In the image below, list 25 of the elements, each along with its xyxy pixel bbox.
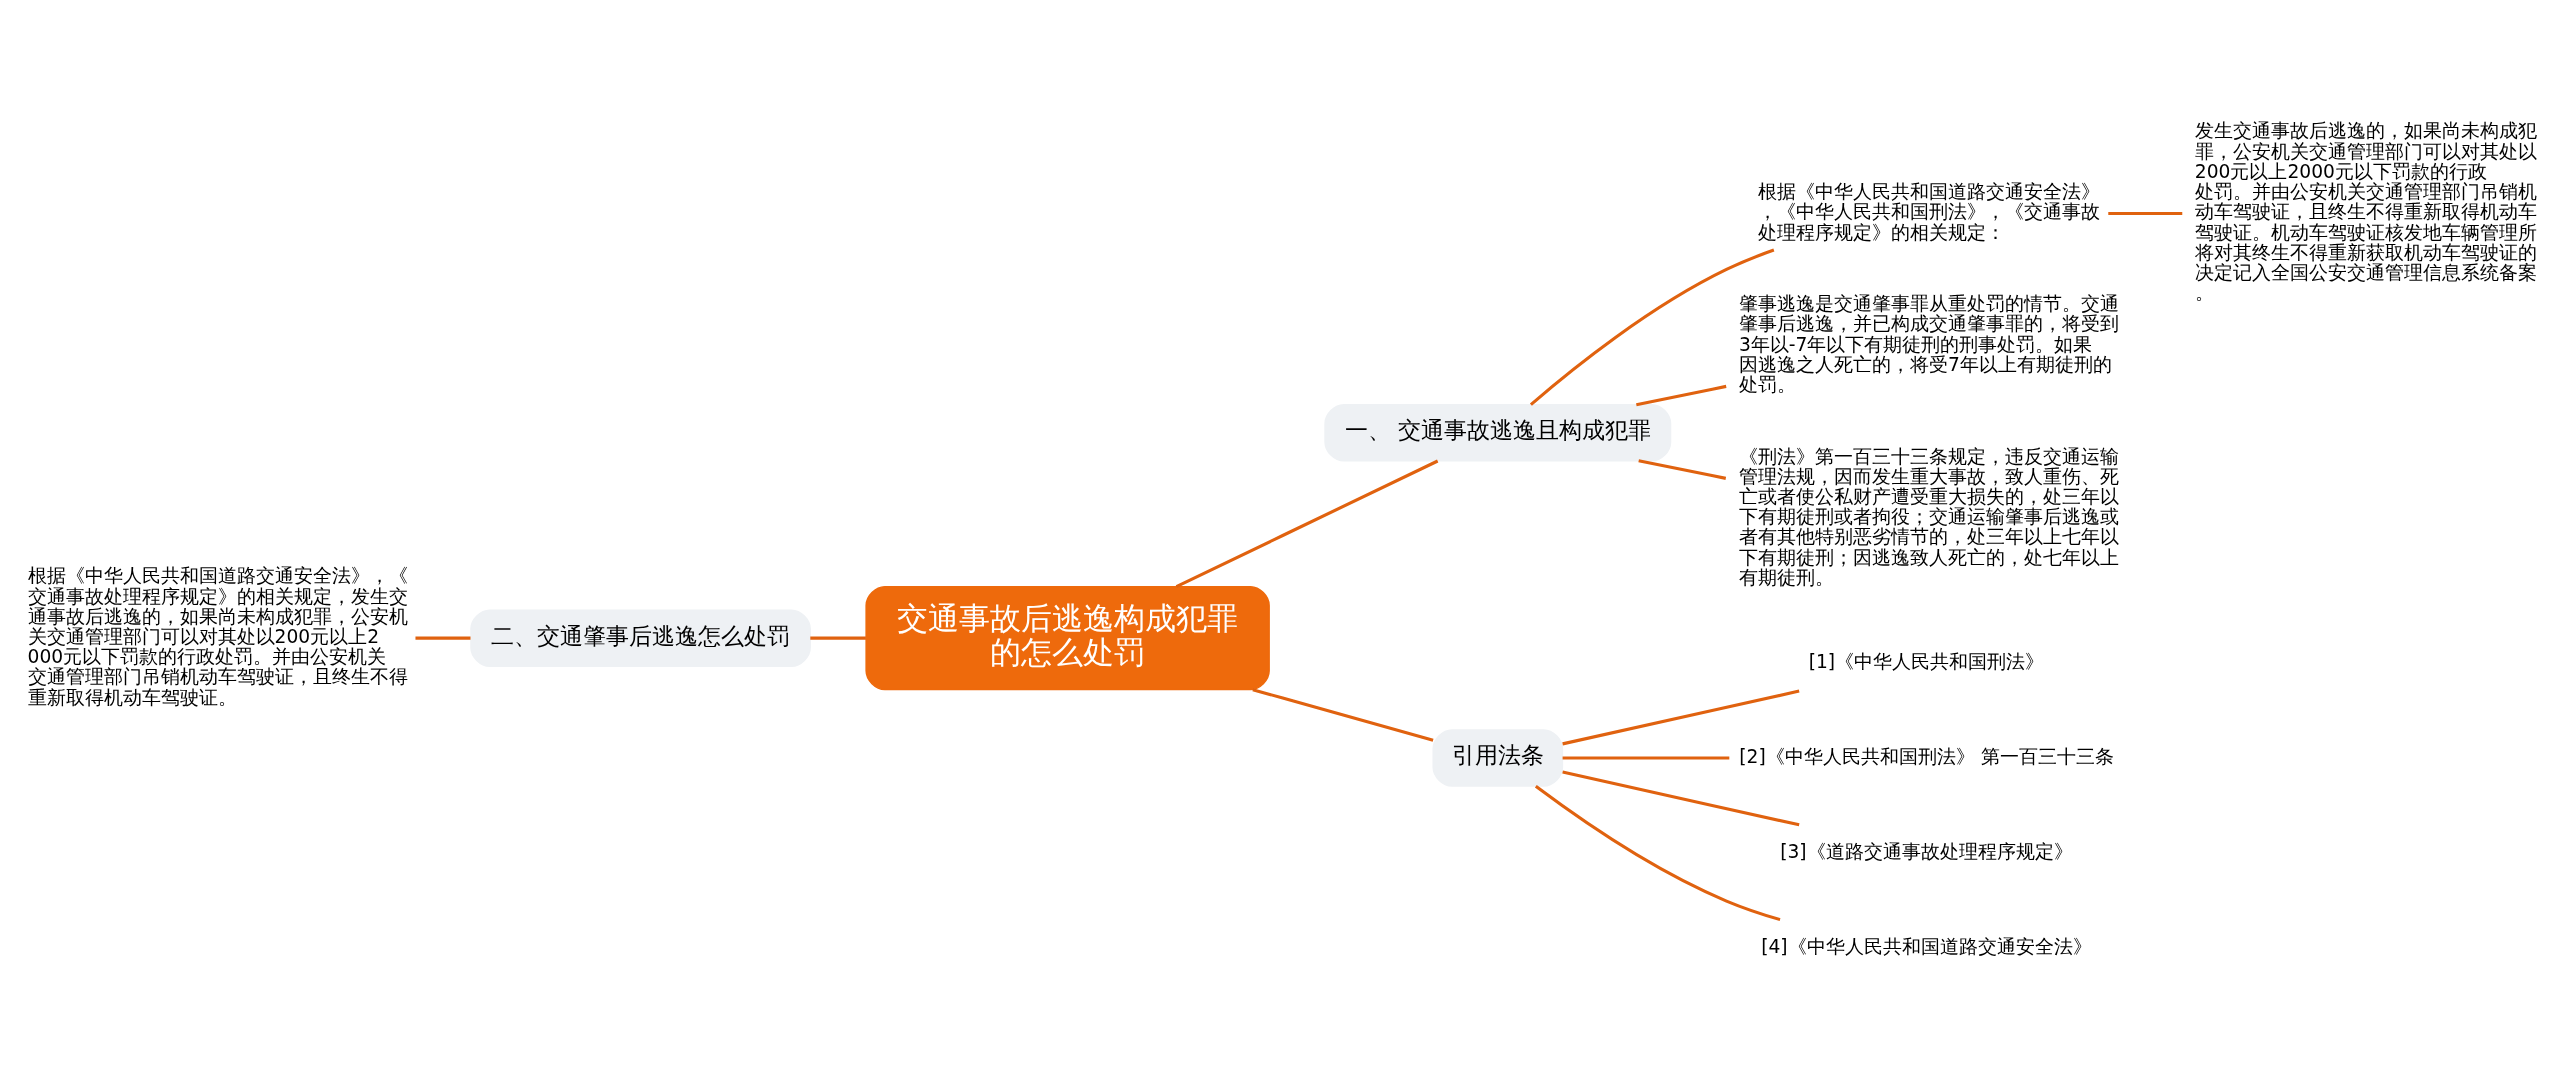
connector	[810, 636, 866, 640]
node-text: 根据《中华人民共和国道路交通安全法》，《交通事故处理程序规定》的相关规定，发生交通事故后逃逸的，如果尚未构成犯罪，公安机关交通管理部门可以对其处以200元以上2000元以下罚款的行政处罚。并由公安机关交通管理部门吊销机动车驾驶证，且终生不得重新取得机动车驾驶证。	[27, 565, 408, 708]
node-text: [4]《中华人民共和国道路交通安全法》	[1761, 935, 2092, 957]
node-box: 一、 交通事故逃逸且构成犯罪	[1324, 404, 1672, 462]
node-text: 发生交通事故后逃逸的，如果尚未构成犯罪，公安机关交通管理部门可以对其处以200元以上2000元以下罚款的行政处罚。并由公安机关交通管理部门吊销机动车驾驶证，且终生不得重新取得机动车驾驶证。机动车驾驶证核发地车辆管理所将对其终生不得重新获取机动车驾驶证的决定记入全国公安交通管理信息系统备案。	[2194, 120, 2537, 304]
connector	[1175, 459, 1439, 589]
node-text: 《刑法》第一百三十三条规定，违反交通运输管理法规，因而发生重大事故，致人重伤、死亡或者使公私财产遭受重大损失的，处三年以下有期徒刑或者拘役；交通运输肇事后逃逸或者有其他特别恶劣情节的，处三年以上七年以下有期徒刑；因逃逸致人死亡的，处七年以上有期徒刑。	[1738, 445, 2119, 588]
connector	[1638, 459, 1727, 480]
node-text: 根据《中华人民共和国道路交通安全法》，《中华人民共和国刑法》，《交通事故处理程序规定》的相关规定：	[1757, 181, 2100, 243]
node-text: [2]《中华人民共和国刑法》 第一百三十三条	[1739, 745, 2114, 767]
node-text: [3]《道路交通事故处理程序规定》	[1780, 840, 2073, 862]
connector	[1529, 248, 1775, 406]
connector	[2108, 211, 2183, 215]
connector	[1252, 688, 1434, 742]
connector	[1534, 785, 1781, 922]
node-box: 二、交通肇事后逃逸怎么处罚	[470, 609, 811, 667]
connector	[1636, 384, 1727, 407]
node-text: 肇事逃逸是交通肇事罪从重处罚的情节。交通肇事后逃逸，并已构成交通肇事罪的，将受到3年以-7年以下有期徒刑的刑事处罚。如果因逃逸之人死亡的，将受7年以上有期徒刑的处罚。	[1738, 293, 2119, 395]
node-text: [1]《中华人民共和国刑法》	[1808, 650, 2045, 672]
connector	[1562, 770, 1800, 827]
connector	[415, 636, 471, 640]
node-box: 交通事故后逃逸构成犯罪的怎么处罚	[865, 586, 1270, 691]
node-box: 引用法条	[1432, 729, 1564, 787]
connector	[1562, 756, 1730, 760]
connector	[1562, 689, 1800, 746]
